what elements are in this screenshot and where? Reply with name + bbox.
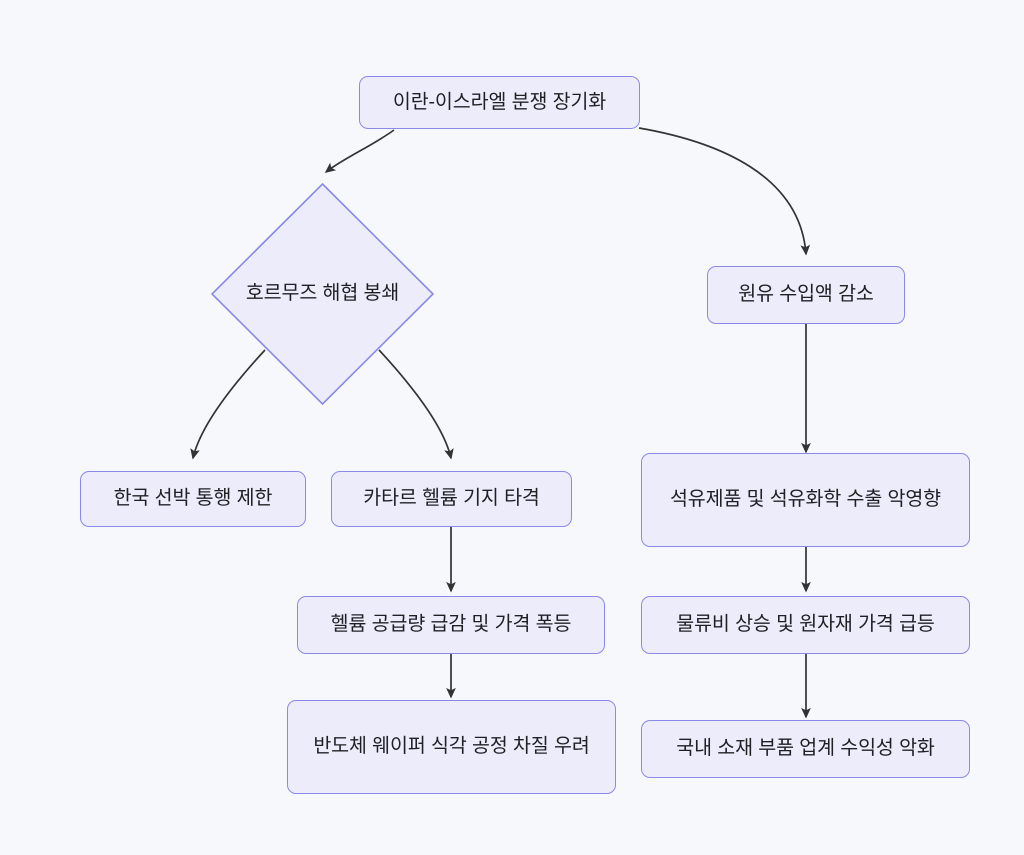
- node-korean-ships[interactable]: 한국 선박 통행 제한: [80, 471, 306, 527]
- node-semiconductor-label: 반도체 웨이퍼 식각 공정 차질 우려: [313, 735, 590, 758]
- node-conflict[interactable]: 이란-이스라엘 분쟁 장기화: [359, 76, 640, 129]
- node-domestic-parts-label: 국내 소재 부품 업계 수익성 악화: [676, 737, 935, 760]
- node-hormuz-label: 호르무즈 해협 봉쇄: [245, 282, 400, 305]
- node-helium-supply-label: 헬륨 공급량 급감 및 가격 폭등: [330, 613, 572, 636]
- edge-conflict-to-hormuz: [324, 129, 395, 173]
- node-qatar-helium-label: 카타르 헬륨 기지 타격: [363, 487, 540, 510]
- node-conflict-label: 이란-이스라엘 분쟁 장기화: [392, 90, 607, 113]
- node-crude-label: 원유 수입액 감소: [738, 283, 874, 306]
- node-helium-supply[interactable]: 헬륨 공급량 급감 및 가격 폭등: [297, 596, 605, 654]
- node-petchem-export[interactable]: 석유제품 및 석유화학 수출 악영향: [641, 453, 970, 547]
- node-crude[interactable]: 원유 수입액 감소: [707, 266, 905, 324]
- node-petchem-export-label: 석유제품 및 석유화학 수출 악영향: [669, 488, 942, 511]
- node-logistics-cost[interactable]: 물류비 상승 및 원자재 가격 급등: [641, 596, 970, 654]
- node-qatar-helium[interactable]: 카타르 헬륨 기지 타격: [331, 471, 572, 527]
- node-semiconductor[interactable]: 반도체 웨이퍼 식각 공정 차질 우려: [287, 700, 616, 794]
- node-logistics-cost-label: 물류비 상승 및 원자재 가격 급등: [676, 613, 935, 636]
- node-domestic-parts[interactable]: 국내 소재 부품 업계 수익성 악화: [641, 720, 970, 778]
- diamond-shape-icon: [211, 183, 434, 405]
- edge-conflict-to-crude: [638, 127, 811, 256]
- node-korean-ships-label: 한국 선박 통행 제한: [113, 487, 273, 510]
- node-hormuz[interactable]: 호르무즈 해협 봉쇄: [211, 183, 434, 405]
